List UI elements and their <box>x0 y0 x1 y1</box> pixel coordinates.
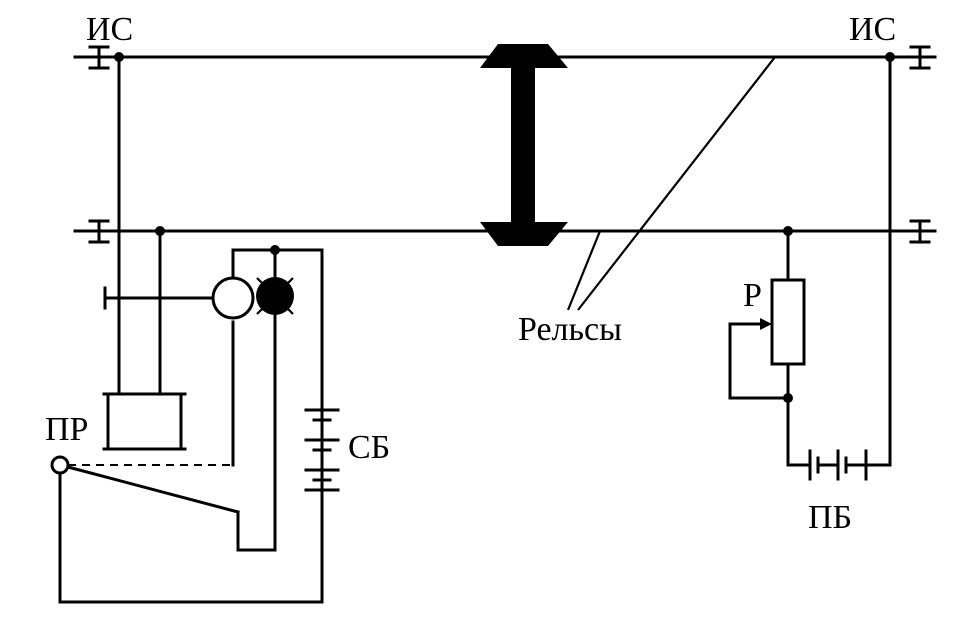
signal-lamp-rays <box>256 270 294 322</box>
resistor-wiper-arrow <box>760 318 772 330</box>
label-resistor: Р <box>743 277 762 314</box>
insulating-joint-top-left <box>88 45 110 70</box>
signal-battery <box>304 248 340 492</box>
label-track-battery: ПБ <box>808 499 852 536</box>
rails-leader-lines <box>566 56 776 311</box>
insulating-joint-top-right <box>909 45 931 70</box>
wheelset <box>480 44 568 246</box>
wheel-top <box>480 44 568 68</box>
insulating-joints <box>88 45 931 244</box>
track-battery <box>786 449 892 481</box>
relay-coil <box>106 392 183 451</box>
insulating-joint-bottom-right <box>909 219 931 244</box>
resistor <box>770 278 806 366</box>
wheel-bottom <box>480 222 568 246</box>
label-relay: ПР <box>45 411 88 448</box>
signal-lamp-white <box>211 276 255 320</box>
insulating-joint-bottom-left <box>88 219 110 244</box>
feed-end-circuit <box>728 52 895 481</box>
label-rails: Рельсы <box>518 311 622 348</box>
relay-end-circuit <box>50 52 340 604</box>
axle <box>511 66 535 224</box>
relay-armature-pivot <box>50 455 70 475</box>
label-signal-battery: СБ <box>348 429 390 466</box>
relay-armature <box>66 465 240 514</box>
label-insulating-joint-right: ИС <box>849 11 896 48</box>
rails <box>73 55 937 233</box>
label-insulating-joint-left: ИС <box>86 11 133 48</box>
